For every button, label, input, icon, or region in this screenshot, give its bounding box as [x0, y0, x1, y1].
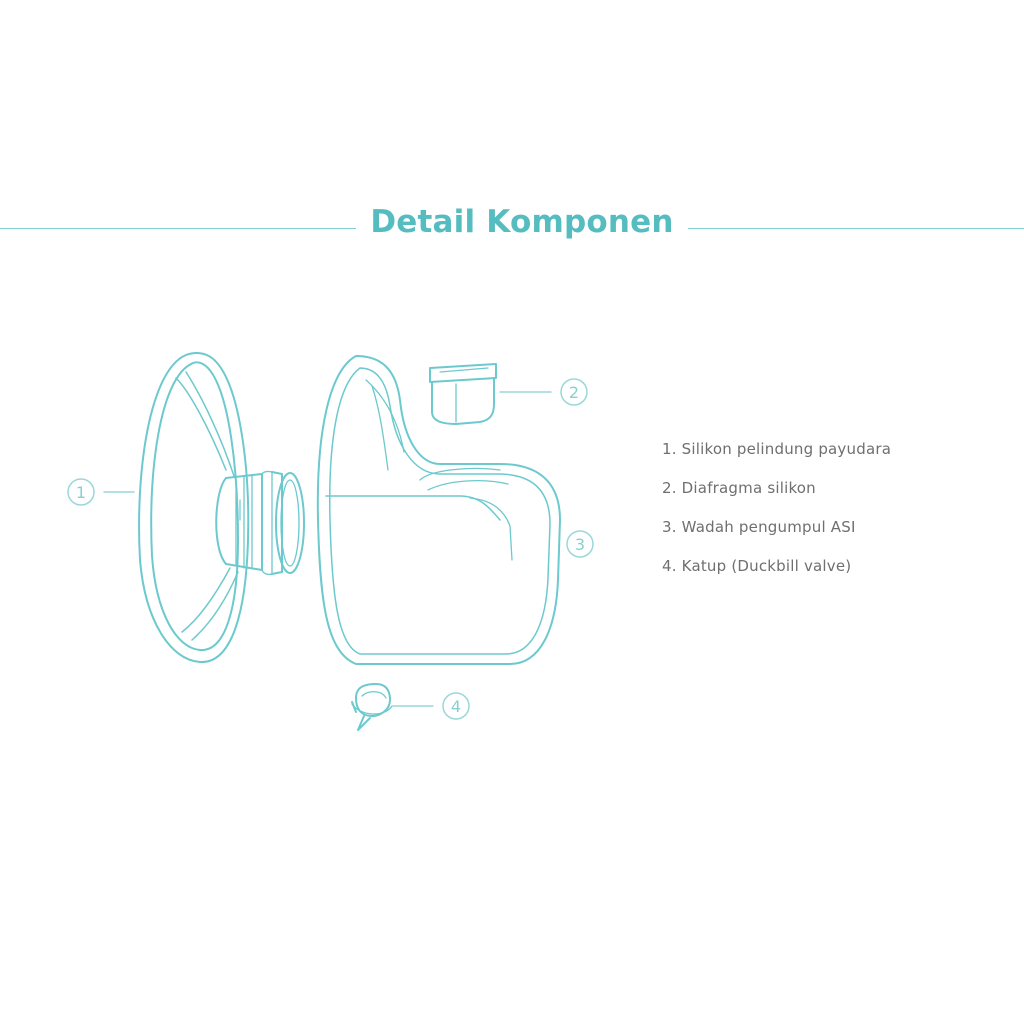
title-rule-left: [0, 228, 356, 229]
page-title: Detail Komponen: [370, 204, 674, 240]
callout-number-1: 1: [76, 483, 86, 502]
duckbill-valve-drawing: [351, 683, 393, 731]
legend-item: 4. Katup (Duckbill valve): [662, 557, 852, 575]
callout-circle-3: [566, 530, 594, 558]
callout-number-4: 4: [451, 697, 461, 716]
callout-circle-1: [67, 478, 95, 506]
callout-circle-4: [442, 692, 470, 720]
callout-number-2: 2: [569, 383, 579, 402]
legend-item: 2. Diafragma silikon: [662, 479, 816, 497]
title-rule-right: [688, 228, 1024, 229]
component-legend: 1. Silikon pelindung payudara 2. Diafrag…: [662, 438, 891, 594]
leader-lines: [103, 391, 552, 707]
diaphragm-drawing: [429, 363, 497, 425]
legend-item: 1. Silikon pelindung payudara: [662, 440, 892, 458]
legend-item: 3. Wadah pengumpul ASI: [662, 518, 856, 536]
callout-circle-2: [560, 378, 588, 406]
breast-shield-drawing: [138, 352, 305, 664]
collection-container-drawing: [316, 355, 561, 665]
callout-number-3: 3: [575, 535, 585, 554]
